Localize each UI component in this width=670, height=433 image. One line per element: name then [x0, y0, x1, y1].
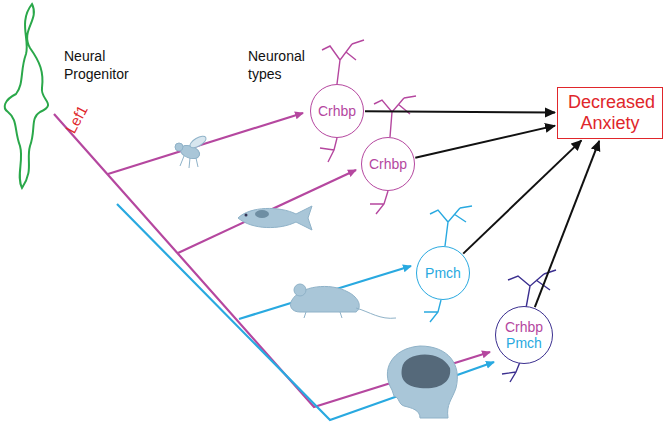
gene-name: Pmch [425, 265, 461, 281]
outcome-text: Decreased Anxiety [568, 92, 652, 133]
gene-name: Crhbp [369, 156, 407, 172]
outcome-box: Decreased Anxiety [557, 87, 663, 139]
arrow-connector [365, 111, 555, 112]
neuron-circle: CrhbpPmch [495, 306, 553, 364]
neuron-circle: Crhbp [310, 84, 364, 138]
arrow-connector [415, 126, 555, 158]
neuron-circle: Crhbp [361, 137, 415, 191]
gene-name: Crhbp [318, 103, 356, 119]
human-head-icon [387, 346, 457, 418]
gene-name: Crhbp [505, 319, 543, 335]
arrow-connector [463, 140, 581, 253]
lineage-cyan [117, 204, 494, 420]
fly-icon [175, 134, 208, 168]
fish-icon [238, 206, 312, 230]
section-label: Neuronal types [248, 48, 318, 83]
branch-fly [108, 113, 303, 174]
neuron-circle: Pmch [416, 246, 470, 300]
gene-name: Pmch [506, 335, 542, 351]
arrow-connector [535, 141, 599, 307]
progenitor-cell [5, 4, 48, 188]
lineage-magenta [54, 114, 490, 407]
mouse-icon [290, 284, 396, 318]
branch-fish [178, 170, 356, 253]
branch-mouse [239, 266, 411, 319]
gene-label: Lef1 [62, 102, 92, 137]
progenitor-label: Neural Progenitor [64, 48, 144, 83]
